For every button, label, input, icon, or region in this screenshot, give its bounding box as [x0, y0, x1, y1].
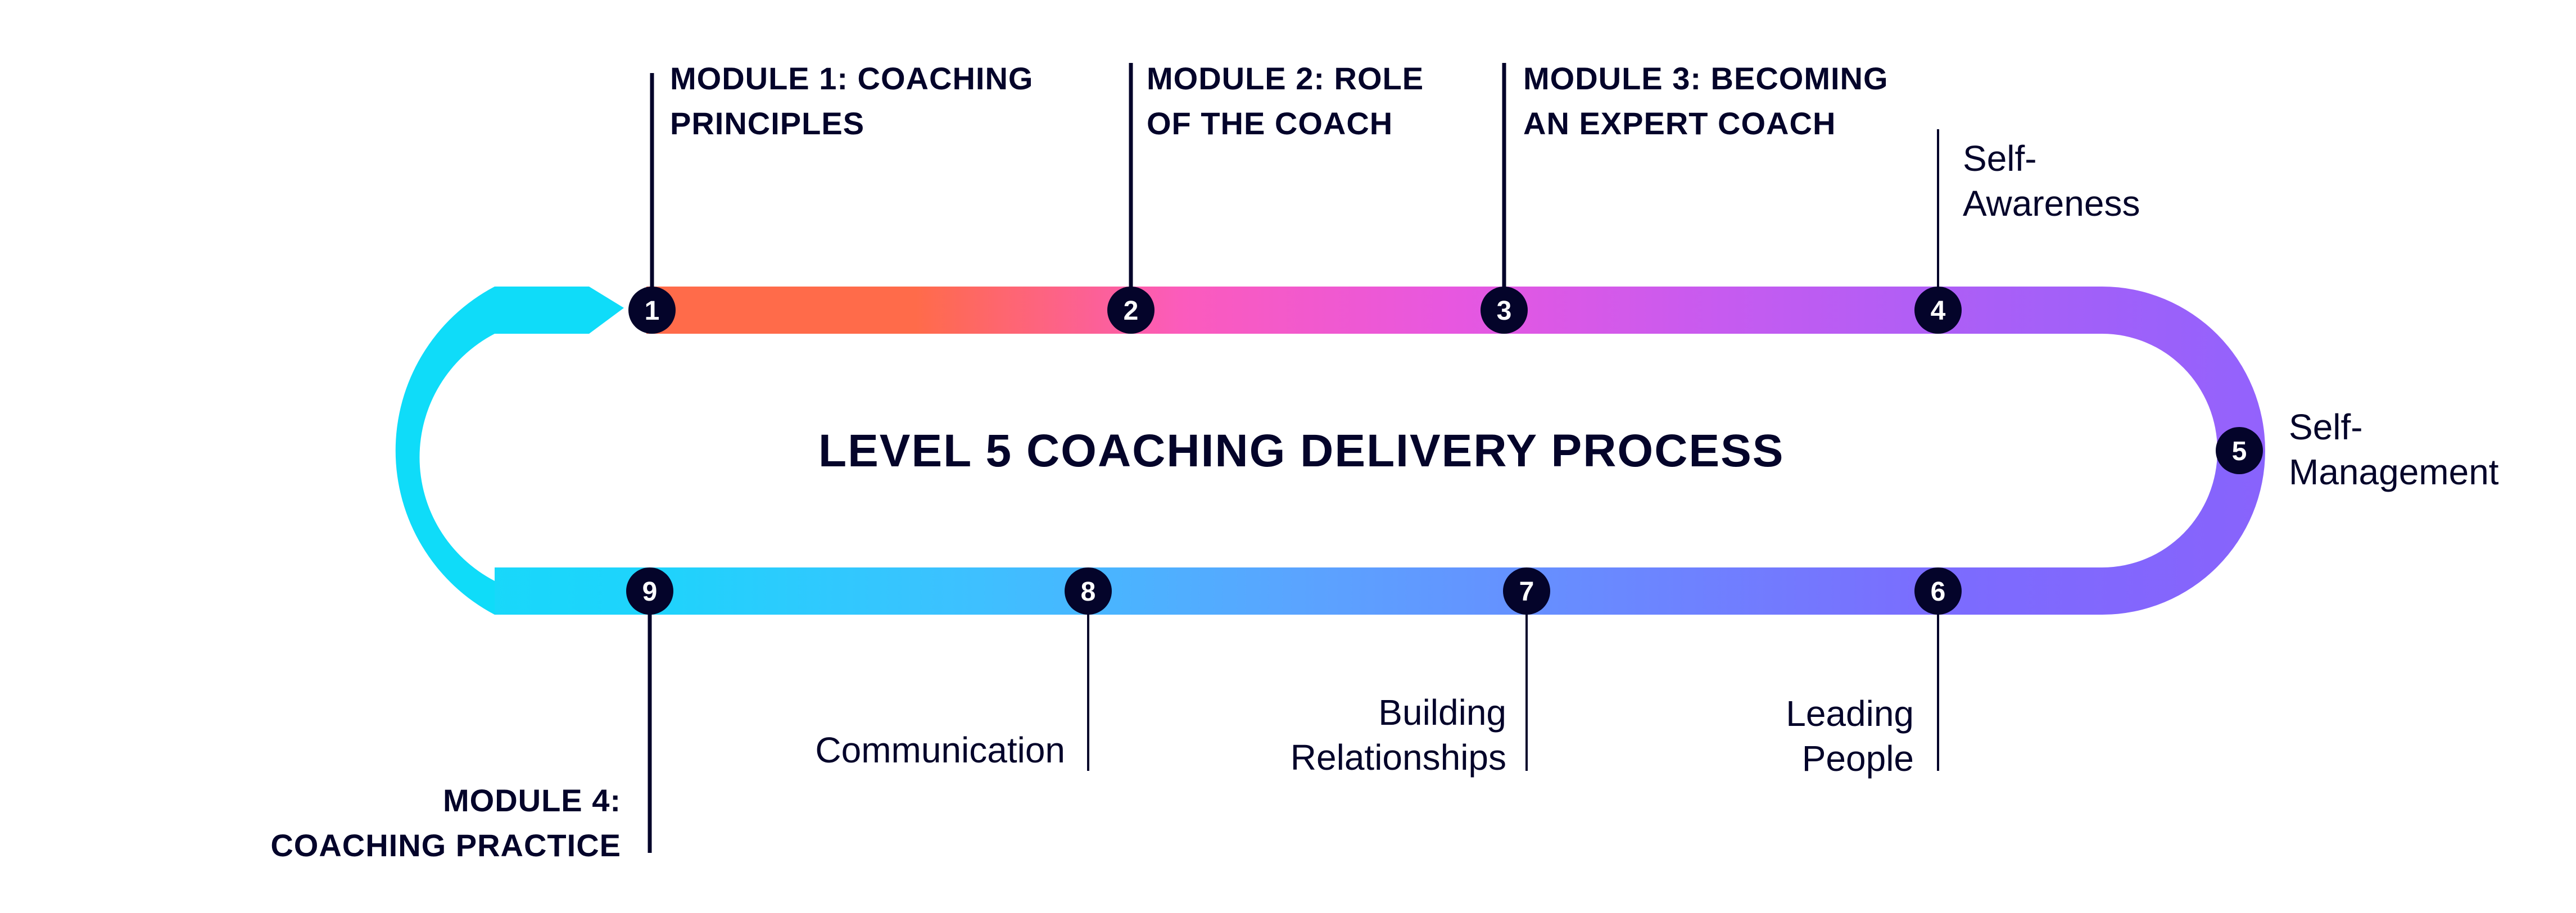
competency-label-5: Self- Management — [2289, 405, 2499, 494]
label-line: Awareness — [1963, 183, 2140, 224]
label-line: Relationships — [1290, 737, 1506, 778]
step-node-number: 8 — [1081, 577, 1096, 607]
module-label-2: MODULE 2: ROLE OF THE COACH — [1147, 56, 1424, 146]
step-node-5: 5 — [2216, 427, 2263, 474]
competency-label-4: Self-Awareness — [1963, 136, 2140, 226]
label-line: Leading — [1786, 693, 1914, 734]
step-node-circle — [626, 567, 673, 615]
step-node-circle — [628, 287, 676, 334]
step-node-3: 3 — [1481, 287, 1528, 334]
step-node-7: 7 — [1503, 567, 1550, 615]
label-line: MODULE 3: BECOMING — [1523, 61, 1889, 96]
label-line: OF THE COACH — [1147, 106, 1393, 141]
competency-label-8: Communication — [815, 728, 1065, 773]
label-line: Building — [1378, 692, 1506, 733]
module-label-1: MODULE 1: COACHING PRINCIPLES — [670, 56, 1033, 146]
step-node-2: 2 — [1107, 287, 1155, 334]
module-label-3: MODULE 3: BECOMING AN EXPERT COACH — [1523, 56, 1889, 146]
step-node-6: 6 — [1914, 567, 1962, 615]
label-line: MODULE 2: ROLE — [1147, 61, 1424, 96]
step-node-number: 2 — [1124, 296, 1139, 326]
step-node-circle — [1914, 287, 1962, 334]
track-bottom — [495, 451, 2265, 615]
label-line: MODULE 1: COACHING — [670, 61, 1034, 96]
step-node-9: 9 — [626, 567, 673, 615]
step-node-number: 9 — [642, 577, 658, 607]
step-node-number: 5 — [2232, 437, 2247, 466]
label-line: Management — [2289, 452, 2499, 492]
step-node-number: 7 — [1519, 577, 1534, 607]
label-line: People — [1801, 738, 1914, 779]
step-node-number: 6 — [1931, 577, 1946, 607]
step-node-8: 8 — [1065, 567, 1112, 615]
label-line: COACHING PRACTICE — [270, 828, 621, 863]
label-line: MODULE 4: — [443, 783, 621, 818]
label-line: Communication — [815, 730, 1065, 770]
label-line: Self- — [2289, 407, 2363, 447]
step-node-circle — [1107, 287, 1155, 334]
step-node-circle — [1481, 287, 1528, 334]
step-node-circle — [1065, 567, 1112, 615]
label-line: AN EXPERT COACH — [1523, 106, 1836, 141]
step-node-circle — [1914, 567, 1962, 615]
label-line: Self- — [1963, 138, 2037, 179]
step-node-circle — [1503, 567, 1550, 615]
step-node-1: 1 — [628, 287, 676, 334]
step-node-number: 1 — [645, 296, 660, 326]
step-node-4: 4 — [1914, 287, 1962, 334]
track-top — [646, 287, 2265, 451]
diagram-title: LEVEL 5 COACHING DELIVERY PROCESS — [818, 425, 1785, 476]
label-line: PRINCIPLES — [670, 106, 865, 141]
return-arrow-track — [395, 287, 652, 615]
module-label-9: MODULE 4: COACHING PRACTICE — [270, 778, 621, 868]
step-node-number: 4 — [1931, 296, 1946, 326]
step-node-number: 3 — [1497, 296, 1512, 326]
step-node-circle — [2216, 427, 2263, 474]
